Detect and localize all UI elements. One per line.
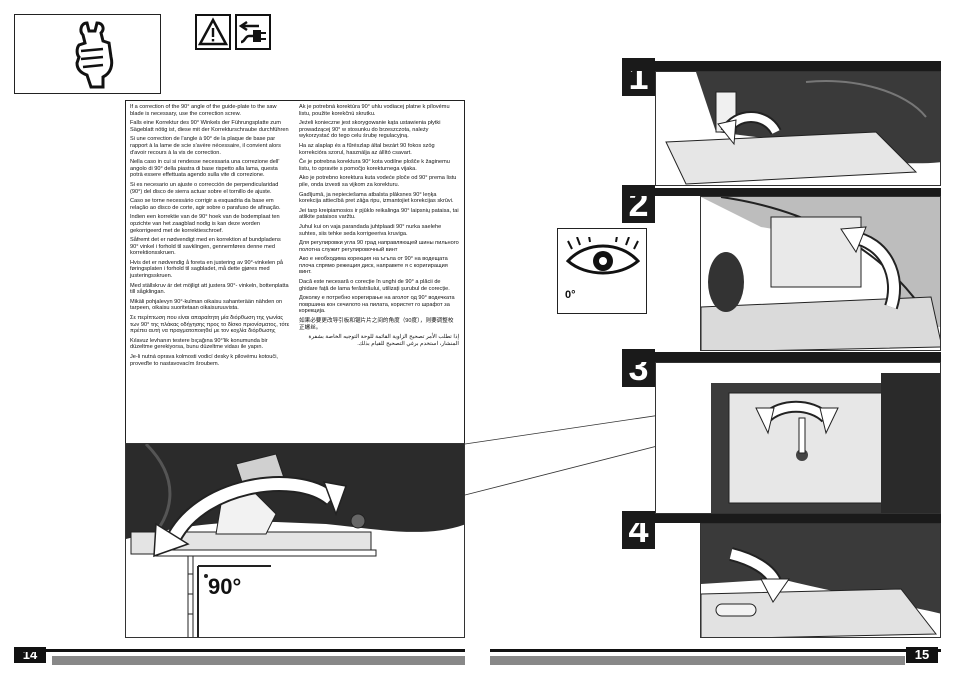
eye-inset-box: 0° [557,228,647,314]
wrench-hand-icon [75,21,114,89]
paragraph-ro: Dacă este necesară o corecție în unghi d… [299,279,450,292]
warning-triangle-icon [195,14,231,50]
paragraph-tr: Kılavuz levhanın testere bıçağına 90°'li… [130,337,268,351]
step-photo-1 [655,71,941,186]
text-column-left: If a correction of the 90° angle of the … [130,104,290,370]
tool-icon-box [14,14,161,94]
paragraph-fi: Mikäli pohjalevyn 90°-kulman oikaisu sah… [130,298,283,312]
paragraph-de: Falls eine Korrektur des 90° Winkels der… [130,120,289,133]
step-bar-4 [622,514,941,523]
paragraph-fr: Si une correction de l'angle à 90° de la… [130,136,281,156]
paragraph-sk: Ak je potrebná korektúra 90° uhlu vodiac… [299,104,450,117]
paragraph-cs: Je-li nutná oprava kolmosti vodicí desky… [130,354,278,367]
paragraph-pl: Jeżeli konieczne jest skorygowanie kąta … [299,120,441,140]
footer-bar-left [52,656,465,665]
paragraph-it: Nella caso in cui si rendesse necessaria… [130,159,280,179]
paragraph-hr: Ako je potrebno korektura kuta vodeće pl… [299,175,457,188]
step-bar-1 [622,61,941,71]
step-bar-3 [622,352,941,362]
paragraph-lv: Gadījumā, ja nepieciešama atbalsta plāks… [299,191,454,205]
step-photo-4 [700,523,941,638]
footer-strip-left [14,649,465,652]
page-number-right: 15 [906,647,938,663]
detail-illustration-90-degree: 90° [125,443,465,638]
angle-label-90: 90° [208,574,242,599]
text-column-right: Ak je potrebná korektúra 90° uhlu vodiac… [299,104,459,350]
step-photo-3 [655,362,941,514]
paragraph-bg: Ако е необходима корекция на ъгъла от 90… [299,256,448,276]
paragraph-ar: إذا تطلب الأمر تصحيح الزاوية القائمة للو… [308,334,459,347]
paragraph-mk: Доколку е потребно корегирање на аголот … [299,295,455,315]
footer-bar-right [490,656,905,665]
paragraph-zh: 如果必要更改导引板和锯片片之间的角度（90度），则要调整校正螺丝。 [299,318,454,331]
footer-strip-right [490,649,941,652]
paragraph-sv: Med ställskruv är det möjligt att juster… [130,282,289,296]
eye-angle-label: 0° [565,289,576,301]
paragraph-en: If a correction of the 90° angle of the … [130,104,277,117]
paragraph-ru: Для регулировки угла 90 град направляюще… [299,240,459,253]
paragraph-nl: Indien een korrektie van de 90° hoek van… [130,214,280,234]
paragraph-da: Såfremt det er nødvendigt med en korrekt… [130,237,281,257]
paragraph-pt: Caso se torne necessário corrigir a esqu… [130,198,281,211]
unplug-icon [235,14,271,50]
paragraph-et: Juhul kui on vaja parandada juhtplaadi 9… [299,223,442,237]
paragraph-lt: Jei tarp kreipiamosios ir pjūklo reikali… [299,207,459,221]
paragraph-es: Si es necesario un ajuste o corrección d… [130,181,279,195]
step-bar-2 [622,188,941,196]
paragraph-hu: Ha az alaplap és a fűrészlap által bezár… [299,142,435,156]
paragraph-sl: Če je potrebna korektura 90° kota vodiln… [299,159,450,172]
eye-icon [566,237,640,275]
paragraph-no: Hvis det er nødvendig å foreta en juster… [130,259,284,280]
step-photo-2 [700,196,941,351]
paragraph-el: Σε περίπτωση που είναι απαραίτητη μία δι… [130,315,290,335]
